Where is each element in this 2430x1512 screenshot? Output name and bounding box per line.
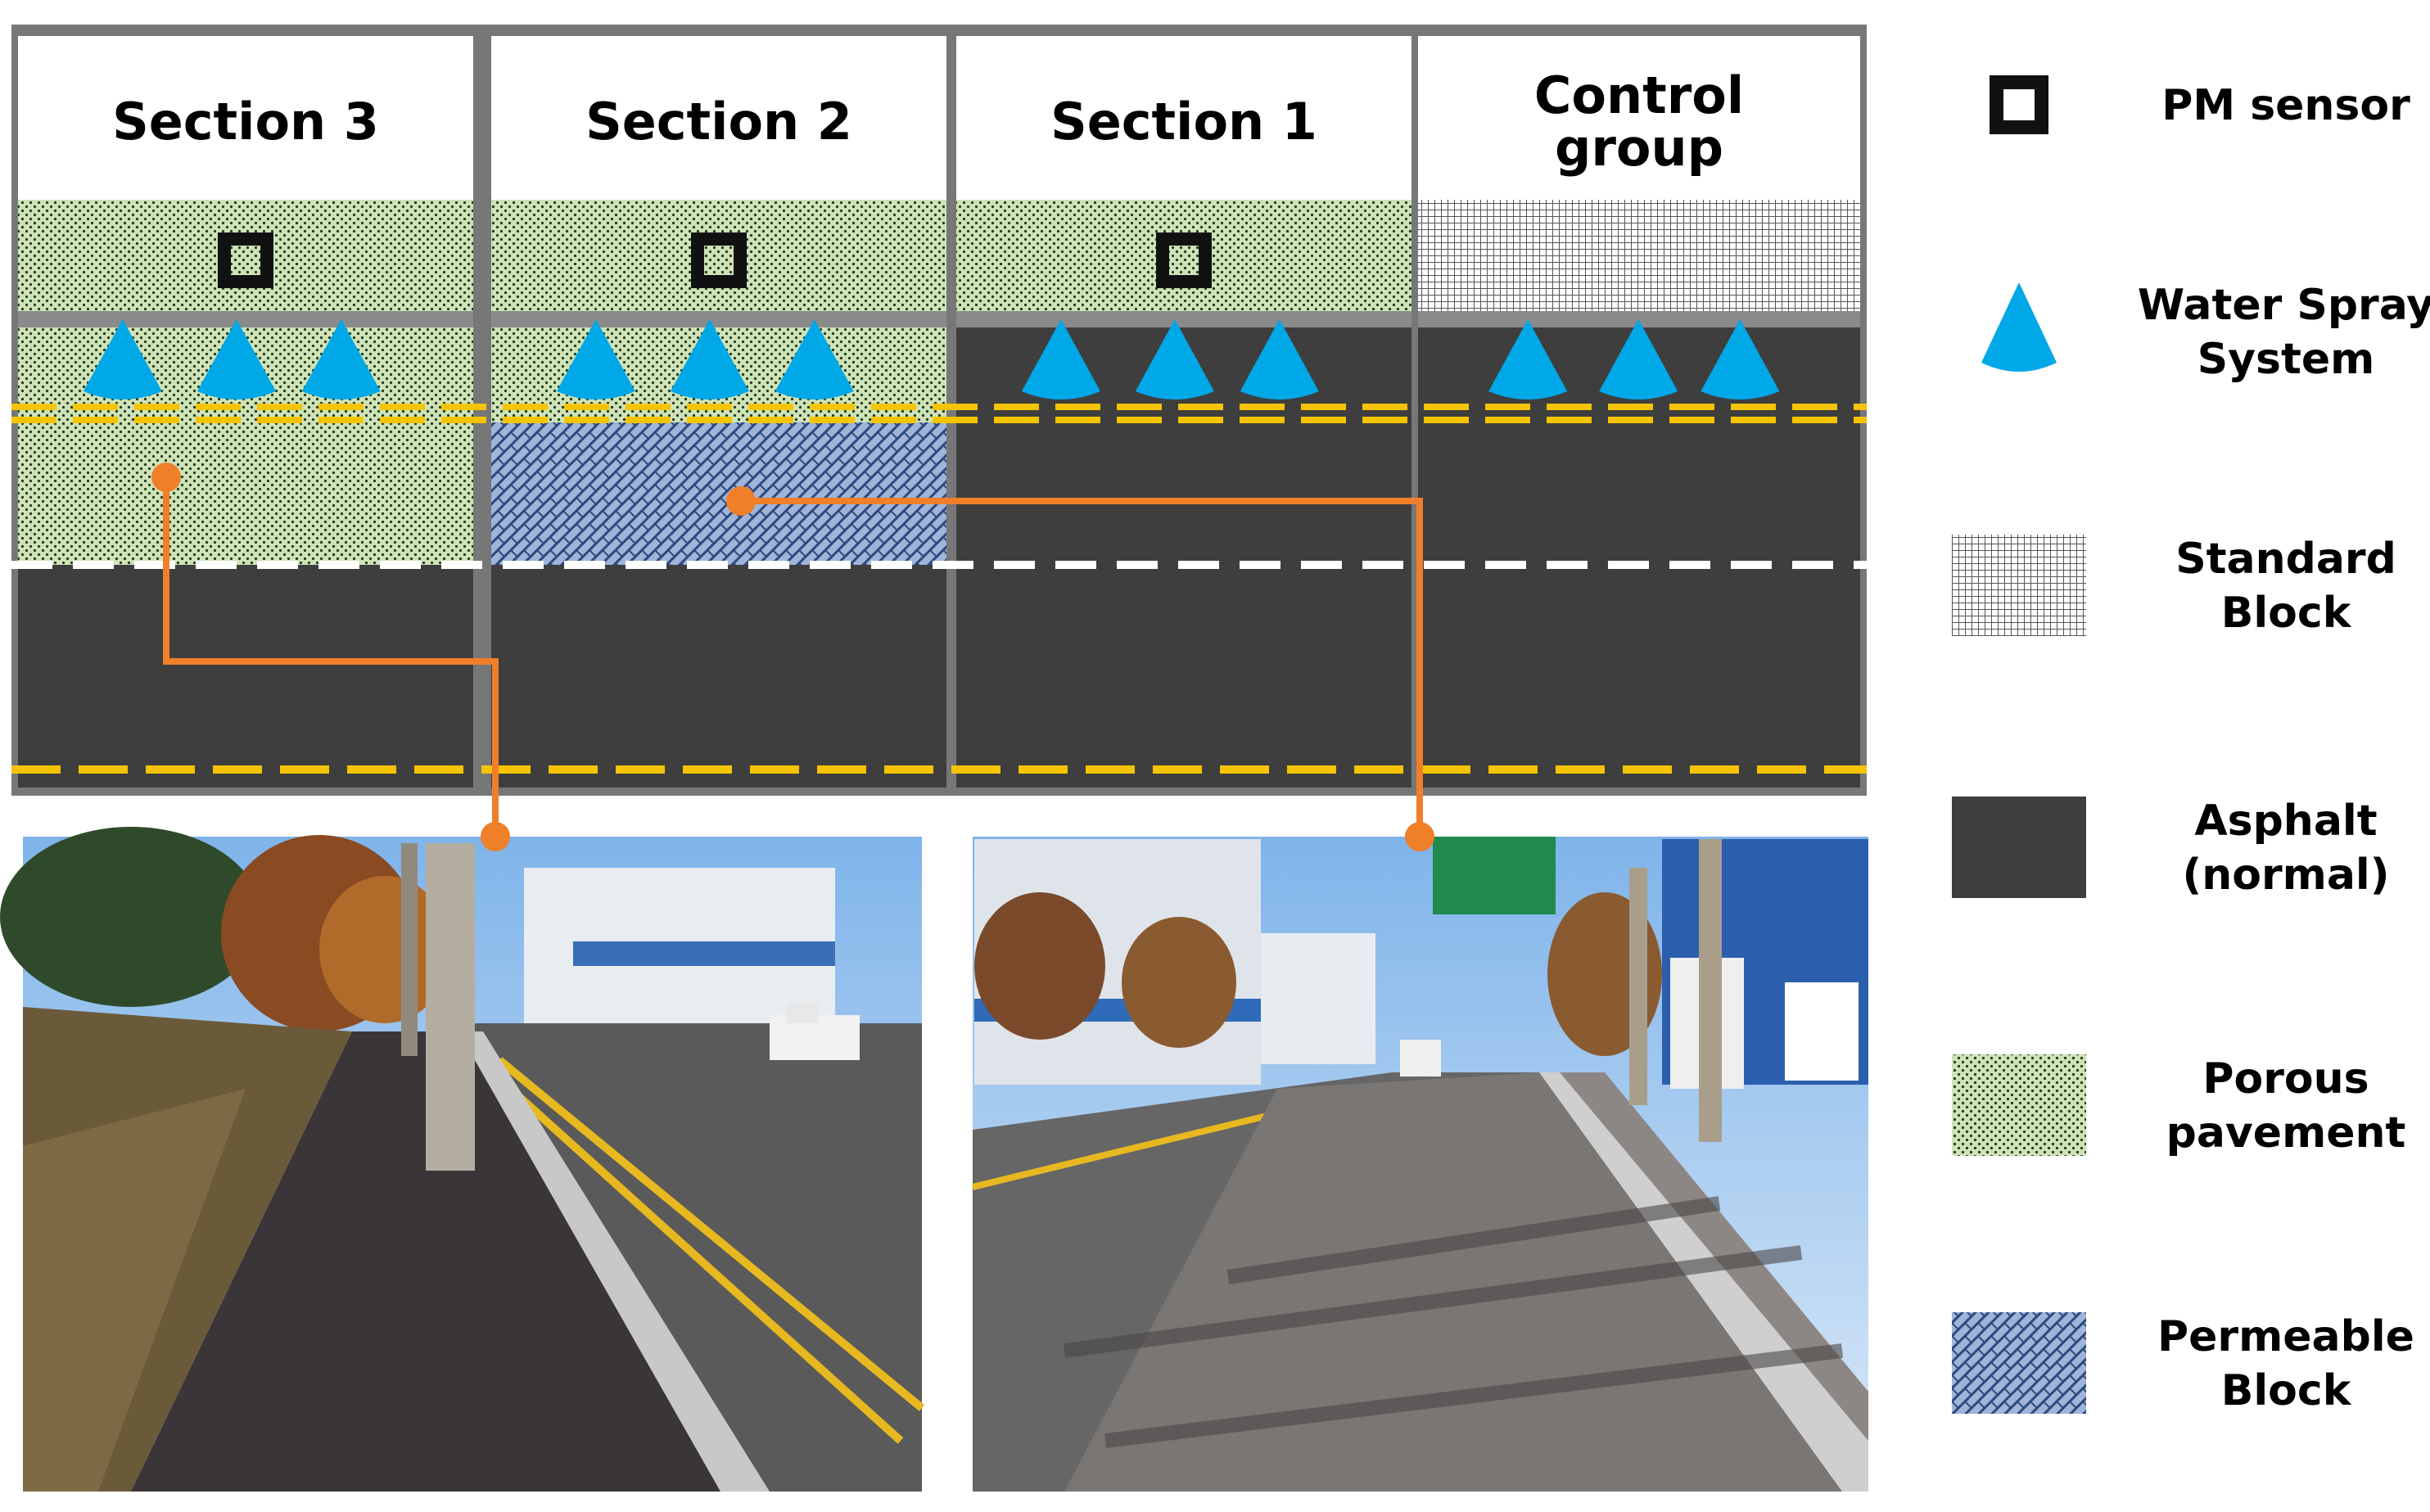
legend-label: pavement [2166, 1108, 2406, 1158]
section-2-title-line: Section 2 [585, 92, 852, 151]
section-3-lane-band [18, 422, 473, 565]
water-spray-icon [1701, 319, 1780, 399]
control-group-sidewalk-band [1418, 200, 1860, 311]
section-2-header [491, 36, 946, 200]
legend-item-pm-sensor: PM sensor [1990, 75, 2410, 134]
water-spray-icon [1599, 319, 1678, 399]
control-group-title-line: Control [1534, 65, 1744, 125]
water-spray-icon [1488, 319, 1568, 399]
water-spray-icon [1981, 282, 2057, 372]
pm-sensor-icon [1156, 232, 1212, 288]
porous-pavement-swatch [1952, 1054, 2086, 1156]
legend-label: (normal) [2182, 851, 2389, 900]
section-1-header [956, 36, 1411, 200]
legend-label: Porous [2202, 1054, 2369, 1104]
water-spray-icon [670, 319, 749, 399]
water-spray-icon [556, 319, 635, 399]
center-line-upper [11, 404, 1867, 423]
water-spray-icon [1135, 319, 1214, 399]
photo-section-3 [0, 827, 925, 1492]
pm-sensor-icon [218, 232, 273, 288]
standard-block-swatch [1952, 535, 2086, 636]
connector-section-3 [151, 463, 510, 851]
pm-sensor-icon [1990, 75, 2048, 134]
water-spray-icon [1240, 319, 1319, 399]
control-group-lane-band [1418, 422, 1860, 565]
legend-label: Permeable [2157, 1312, 2414, 1361]
section-3-title-line: Section 3 [112, 92, 379, 151]
control-group-road-band [1418, 565, 1860, 788]
permeable-block-swatch [1952, 1312, 2086, 1414]
pm-sensor-icon [691, 232, 747, 288]
section-3-column: Section 3 [18, 36, 473, 788]
water-spray-icon [301, 319, 381, 399]
legend-label: Standard [2175, 535, 2396, 584]
legend-label: Water Spray [2138, 281, 2430, 330]
section-1-column: Section 1 [956, 36, 1411, 788]
water-spray-icon [196, 319, 276, 399]
section-1-road-band [956, 565, 1411, 788]
control-group-title-line: group [1555, 118, 1723, 178]
control-group-header [1418, 36, 1860, 200]
legend-label: Block [2221, 589, 2352, 638]
section-1-lane-band [956, 422, 1411, 565]
legend-label: Asphalt [2194, 797, 2377, 846]
legend-label: System [2197, 335, 2375, 384]
connector-section-2 [726, 486, 1434, 851]
section-2-lane-band [491, 422, 946, 565]
section-2-column: Section 2 [491, 36, 946, 788]
asphalt-swatch [1952, 797, 2086, 898]
photo-section-2 [972, 837, 1868, 1492]
section-2-road-band [491, 565, 946, 788]
legend-item-asphalt: Asphalt (normal) [1952, 797, 2390, 900]
legend-label: PM sensor [2161, 81, 2410, 130]
section-3-road-band [18, 565, 473, 788]
legend-label: Block [2221, 1366, 2352, 1415]
water-spray-icon [1021, 319, 1100, 399]
section-1-title-line: Section 1 [1050, 92, 1317, 151]
section-3-header [18, 36, 473, 200]
water-spray-icon [83, 319, 162, 399]
water-spray-icon [775, 319, 854, 399]
